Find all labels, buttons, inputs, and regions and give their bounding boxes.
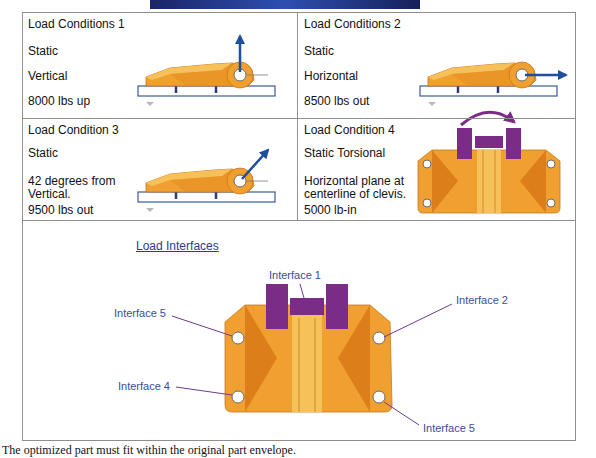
callout-label: Interface 5 [423,422,475,435]
bracket-top-view-large [225,284,392,412]
cell-text: Horizontal [304,70,358,83]
cell-text: Static Torsional [304,147,385,160]
header-strip [150,0,420,9]
cell-text: Static [28,147,58,160]
cell-text: 5000 lb-in [304,204,357,217]
load-arrow [525,74,566,77]
bracket-side-view [420,62,557,106]
cell-text: Load Condition 4 [304,124,395,137]
table-cell: Load Conditions 2 StaticHorizontal 8500 lb… [297,12,576,119]
callout-label: Interface 4 [118,380,170,393]
cell-text: 9500 lbs out [28,204,93,217]
cell-text: Vertical [28,70,67,83]
bracket-side-view [138,168,275,212]
table-section: Load Interfaces [22,220,576,441]
cell-text: Load Condition 3 [28,124,119,137]
cell-text: Static [28,45,58,58]
cell-text: Load Conditions 2 [304,18,401,31]
callout-label: Interface 2 [456,294,508,307]
table-cell: Load Conditions 1 StaticVertical 8000 lbs … [22,12,298,119]
load-arrow [239,36,242,72]
leader-lines [172,284,452,425]
load-arrow [242,150,268,179]
cell-text: Static [304,45,334,58]
callout-label: Interface 5 [114,307,166,320]
bracket-top-view-small [418,112,560,213]
cell-text: Horizontal plane at centerline of clevis… [304,175,428,201]
table-cell: Load Condition 4 Static TorsionalHorizont… [297,118,576,221]
caption-text: The optimized part must fit within the o… [2,443,296,457]
bracket-side-view [138,62,275,106]
cell-text: 42 degrees from Vertical. [28,175,128,201]
cell-text: 8000 lbs up [28,95,90,108]
cell-text: Load Conditions 1 [28,18,125,31]
callout-label: Interface 1 [269,269,321,282]
section-heading: Load Interfaces [136,240,219,253]
table-cell: Load Condition 3 Static 42 degrees from Ve… [22,118,298,221]
cell-text: 8500 lbs out [304,95,369,108]
